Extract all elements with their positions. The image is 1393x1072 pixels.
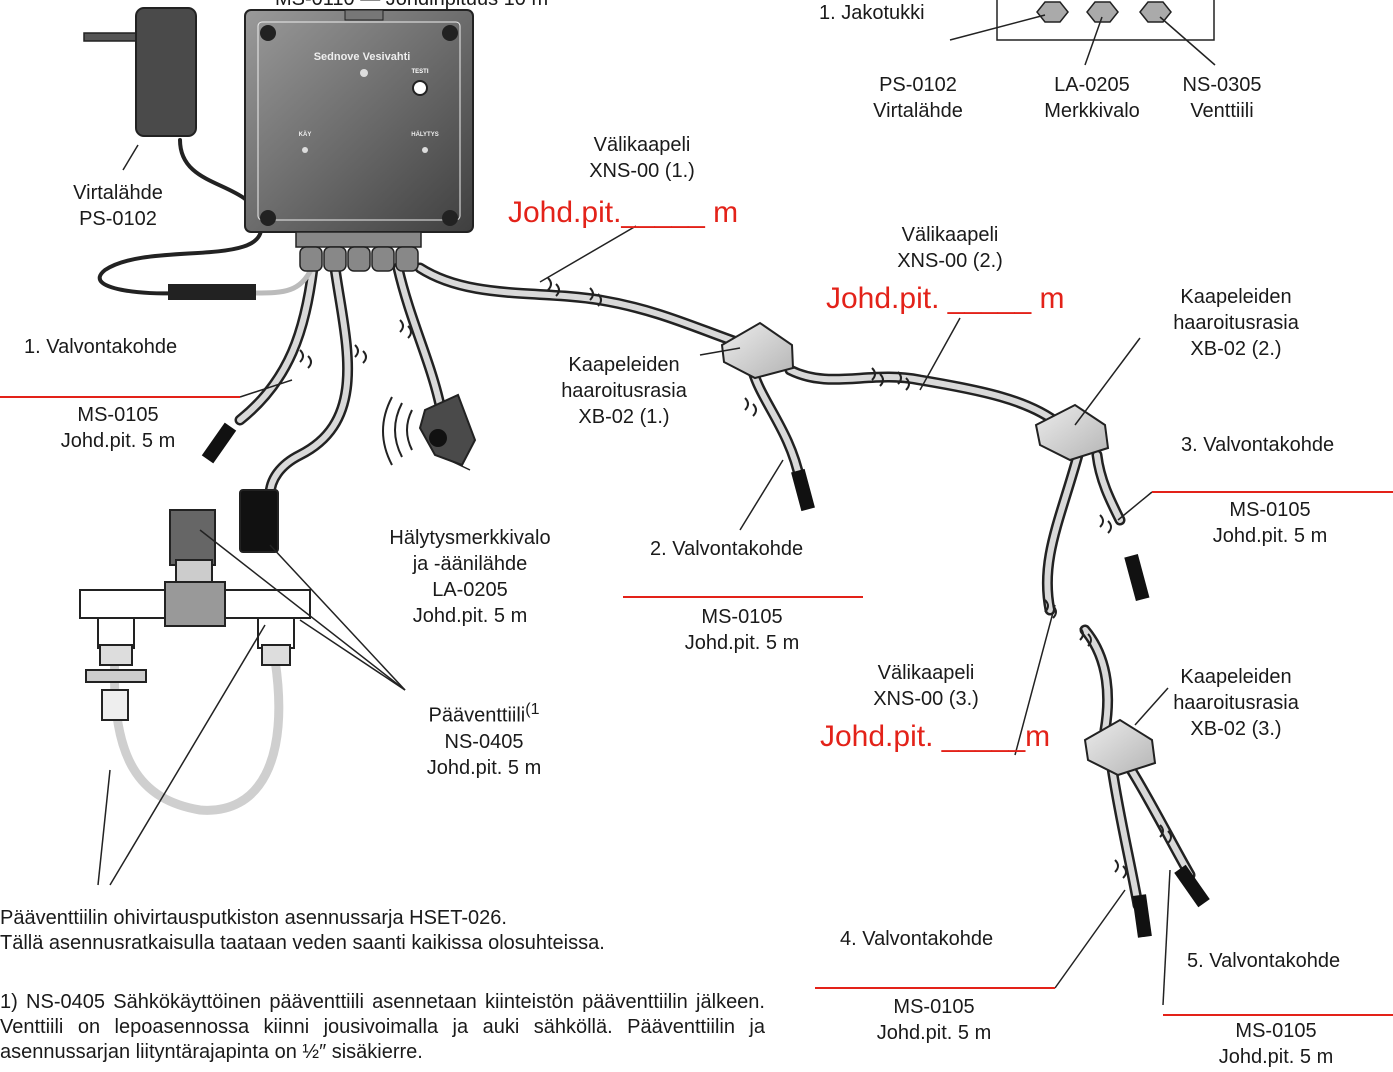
panel-alarm-label: HÄLYTYS: [411, 131, 438, 138]
target-4-title: 4. Valvontakohde: [840, 928, 994, 950]
branch-boxes: [720, 321, 1157, 777]
sensor-probes: [201, 422, 1210, 938]
leader-lines: [97, 14, 1216, 1006]
cable3-length: Johd.pit. _____m: [820, 720, 1051, 753]
alarm-light: [382, 393, 477, 467]
blank-underlines: [0, 396, 1393, 1016]
target-1-title: 1. Valvontakohde: [24, 336, 178, 358]
panel-test-label: TESTI: [411, 69, 428, 75]
cable1-length: Johd.pit._____ m: [508, 196, 739, 229]
panel-run-label: KÄY: [299, 131, 312, 138]
cable2-length: Johd.pit. _____ m: [826, 282, 1065, 315]
control-panel: Sednove Vesivahti TESTI KÄY HÄLYTYS: [244, 9, 474, 272]
valve-assembly: [79, 489, 311, 815]
junction-title: 1. Jakotukki: [819, 2, 925, 24]
cables: [97, 138, 1196, 911]
target-2-title: 2. Valvontakohde: [650, 538, 804, 560]
target-3-title: 3. Valvontakohde: [1181, 434, 1335, 456]
footnote: 1) NS-0405 Sähkökäyttöinen pääventtiili …: [0, 991, 765, 1063]
power-adapter: [83, 7, 256, 300]
cable-break-marks: [299, 277, 1172, 879]
panel-brand: Sednove Vesivahti: [314, 51, 411, 63]
target-5-title: 5. Valvontakohde: [1187, 950, 1341, 972]
bypass-note: Pääventtiilin ohivirtausputkiston asennu…: [0, 907, 605, 954]
top-caption: MS-0110 — Johdinpituus 10 m: [275, 0, 548, 12]
junction-block: [996, 0, 1215, 41]
